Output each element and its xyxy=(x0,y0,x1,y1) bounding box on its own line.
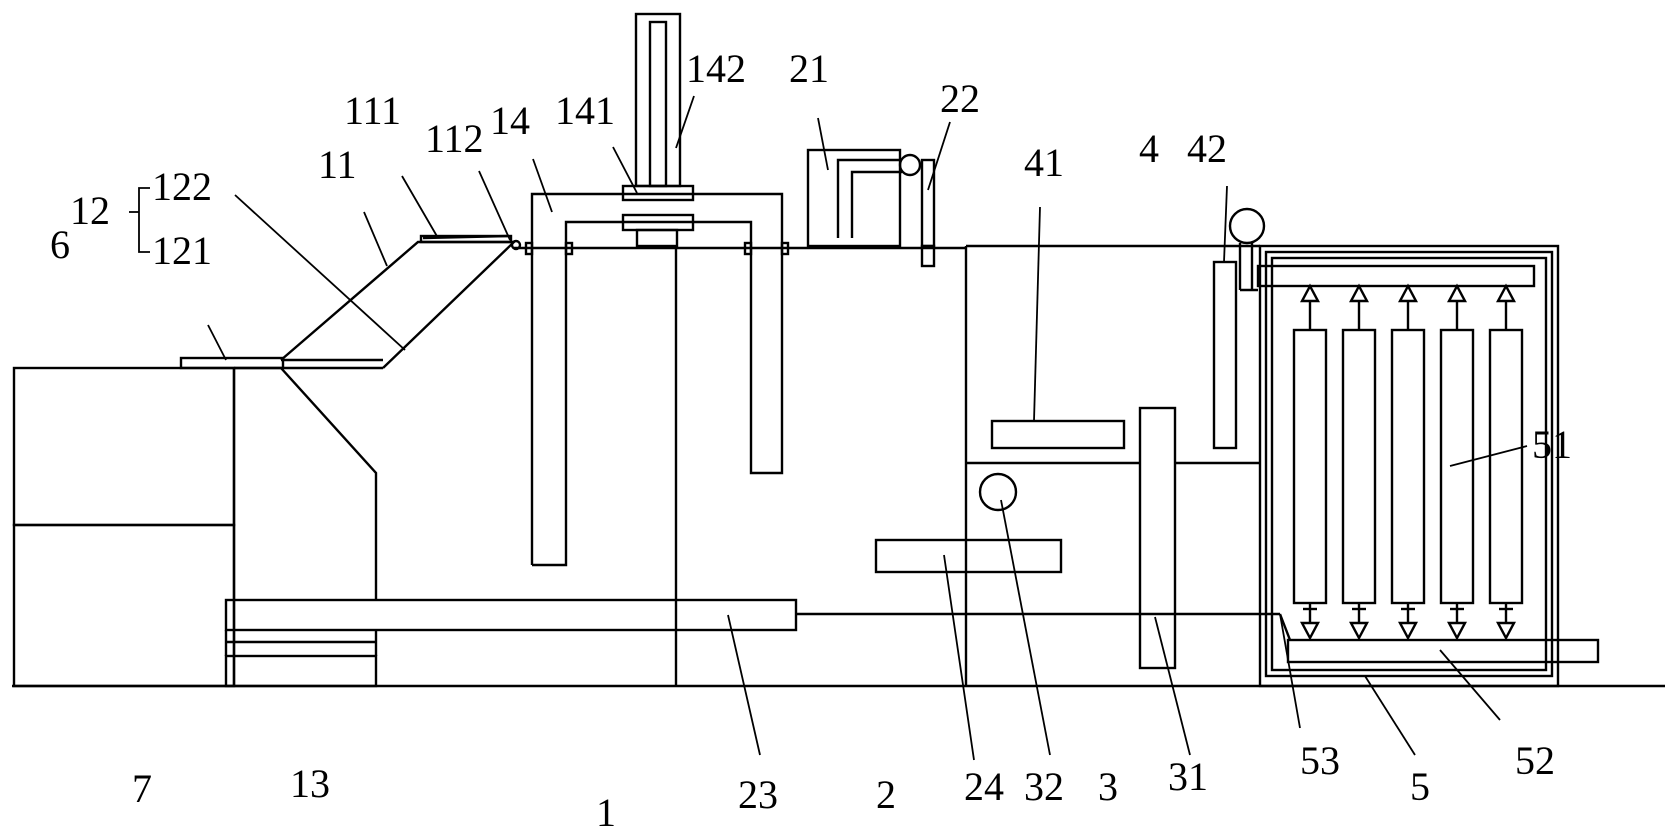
support-13 xyxy=(224,654,378,688)
bottom-manifold-52 xyxy=(1286,638,1600,664)
rotor-32 xyxy=(978,472,1018,512)
label-121: 121 xyxy=(152,228,212,273)
upper-cabinet-6 xyxy=(12,366,236,527)
filter-column xyxy=(1341,328,1377,605)
label-23: 23 xyxy=(738,772,778,817)
hopper-body-1 xyxy=(232,246,968,686)
conveyor-23 xyxy=(224,598,1280,688)
down-arrow-icon xyxy=(1496,621,1516,641)
label-141: 141 xyxy=(555,88,615,133)
label-41: 41 xyxy=(1024,140,1064,185)
up-arrow-icon xyxy=(1398,283,1418,303)
label-12: 12 xyxy=(70,188,110,233)
label-53: 53 xyxy=(1300,738,1340,783)
pipe-42 xyxy=(1212,260,1238,450)
part-labels: 142 21 22 111 141 112 14 11 41 4 42 12 1… xyxy=(50,46,1572,833)
down-arrow-icon xyxy=(1398,621,1418,641)
label-24: 24 xyxy=(964,764,1004,809)
leader-lines xyxy=(129,95,1528,761)
up-arrow-icon xyxy=(1496,283,1516,303)
column-142 xyxy=(634,12,682,188)
label-42: 42 xyxy=(1187,126,1227,171)
up-arrow-icon xyxy=(1300,283,1320,303)
label-51: 51 xyxy=(1532,422,1572,467)
label-13: 13 xyxy=(290,761,330,806)
label-22: 22 xyxy=(940,76,980,121)
plate-41 xyxy=(990,419,1126,450)
label-7: 7 xyxy=(132,766,152,811)
label-1: 1 xyxy=(596,790,616,833)
label-2: 2 xyxy=(876,772,896,817)
feed-chute-11 xyxy=(280,234,522,369)
filter-columns-51 xyxy=(1292,283,1524,641)
gate-31 xyxy=(1138,406,1177,670)
up-arrow-icon xyxy=(1447,283,1467,303)
label-111: 111 xyxy=(344,88,401,133)
filter-column xyxy=(1488,328,1524,605)
lower-cabinet-7 xyxy=(12,523,236,688)
gantry-frame-14 xyxy=(514,12,966,567)
label-21: 21 xyxy=(789,46,829,91)
label-11: 11 xyxy=(318,142,357,187)
filter-column xyxy=(1292,328,1328,605)
label-31: 31 xyxy=(1168,754,1208,799)
tray-24 xyxy=(874,538,1063,574)
down-arrow-icon xyxy=(1447,621,1467,641)
motor-21 xyxy=(806,148,922,248)
base-plate-121 xyxy=(179,356,285,370)
label-6: 6 xyxy=(50,222,70,267)
bracket-22 xyxy=(920,158,936,268)
label-14: 14 xyxy=(490,98,530,143)
tank-4 xyxy=(966,207,1266,465)
label-122: 122 xyxy=(152,164,212,209)
label-52: 52 xyxy=(1515,738,1555,783)
label-4: 4 xyxy=(1139,126,1159,171)
filter-column xyxy=(1390,328,1426,605)
label-3: 3 xyxy=(1098,764,1118,809)
top-manifold xyxy=(1256,264,1536,288)
up-arrow-icon xyxy=(1349,283,1369,303)
label-112: 112 xyxy=(425,116,484,161)
filter-housing-5 xyxy=(1240,244,1600,688)
filter-column xyxy=(1439,328,1475,605)
down-arrow-icon xyxy=(1300,621,1320,641)
down-arrow-icon xyxy=(1349,621,1369,641)
left-cabinet xyxy=(12,366,236,688)
label-142: 142 xyxy=(686,46,746,91)
label-32: 32 xyxy=(1024,764,1064,809)
label-5: 5 xyxy=(1410,764,1430,809)
